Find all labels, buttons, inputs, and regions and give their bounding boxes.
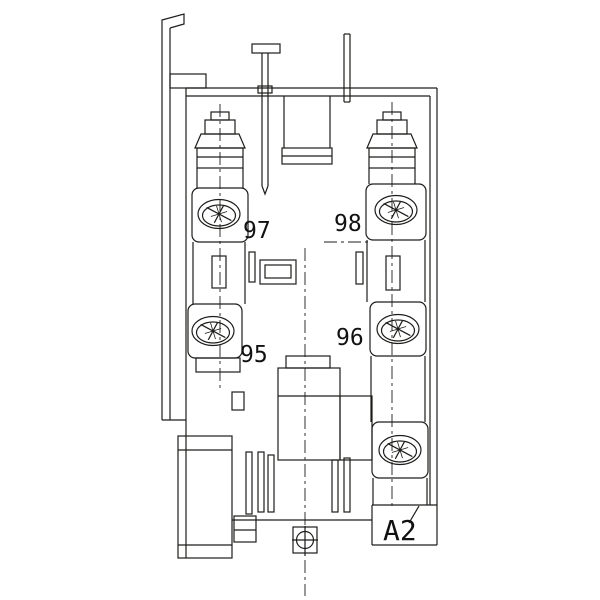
center-stepped-block: [277, 355, 373, 461]
bottom-vent-slots: [245, 451, 351, 515]
screw-left-upper: [197, 197, 241, 231]
mounting-foot-block: [177, 435, 257, 559]
center-lines: [219, 102, 393, 596]
label-terminal-95: 95: [240, 342, 268, 368]
test-pin: [343, 33, 351, 103]
screw-right-upper: [374, 193, 418, 227]
din-rail-bracket: [161, 13, 207, 421]
screw-left-lower: [191, 314, 235, 348]
screw-right-lower: [378, 433, 422, 467]
terminal-a2-box: [371, 504, 437, 546]
adjustment-screw: [251, 43, 281, 196]
label-terminal-97: 97: [243, 218, 271, 244]
screw-right-middle: [376, 312, 420, 346]
label-terminal-96: 96: [336, 325, 364, 351]
device-body-outline: [185, 87, 438, 545]
center-latch-clip: [231, 251, 364, 411]
label-terminal-a2: A2: [383, 514, 417, 547]
terminal-column-left: [187, 168, 249, 373]
label-terminal-98: 98: [334, 211, 362, 237]
terminal-column-right: [365, 168, 429, 505]
